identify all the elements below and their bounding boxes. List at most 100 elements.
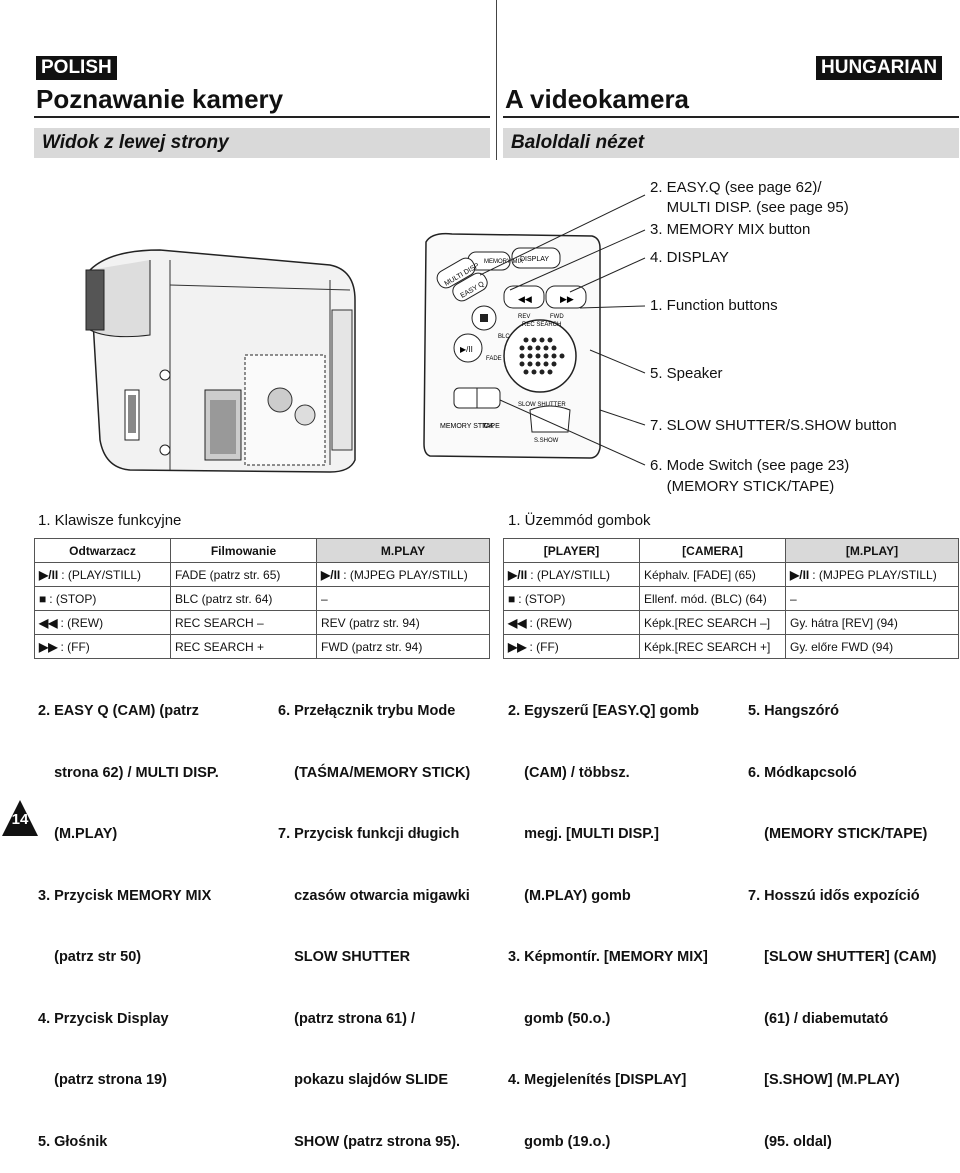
- list-item: 4. Przycisk Display: [38, 1010, 169, 1027]
- table-cell: : (MJPEG PLAY/STILL): [812, 567, 937, 582]
- table-cell: REC SEARCH –: [170, 610, 317, 635]
- table-cell: : (STOP): [49, 591, 97, 606]
- play-pause-icon: ▶/II: [508, 567, 528, 582]
- table-cell: –: [785, 586, 959, 611]
- list-item: SLOW SHUTTER: [278, 949, 411, 965]
- panel-label-memory-mix: MEMORY MIX: [484, 259, 523, 265]
- list-item: 6. Módkapcsoló: [748, 764, 857, 781]
- table-cell: Képk.[REC SEARCH –]: [639, 610, 786, 635]
- table-header: [CAMERA]: [639, 538, 786, 563]
- callout-display: 4. DISPLAY: [650, 249, 729, 266]
- page-title-hungarian: A videokamera: [505, 84, 690, 114]
- table-cell: : (PLAY/STILL): [530, 567, 611, 582]
- table-row: ▶/II: (PLAY/STILL) FADE (patrz str. 65) …: [34, 562, 490, 587]
- list-item: megj. [MULTI DISP.]: [508, 826, 659, 842]
- section-heading-hungarian: Baloldali nézet: [503, 128, 959, 158]
- callout-mode-switch-2: (MEMORY STICK/TAPE): [650, 478, 835, 495]
- list-item: 4. Megjelenítés [DISPLAY]: [508, 1072, 687, 1088]
- table-caption-hungarian: 1. Üzemmód gombok: [508, 512, 651, 529]
- table-cell: : (REW): [60, 615, 104, 630]
- table-row: ◀◀: (REW) Képk.[REC SEARCH –] Gy. hátra …: [503, 610, 959, 635]
- table-cell: Ellenf. mód. (BLC) (64): [639, 586, 786, 611]
- header-rule-left: [34, 116, 490, 118]
- list-item: 7. Przycisk funkcji długich: [278, 826, 460, 842]
- callout-function-buttons: 1. Function buttons: [650, 297, 778, 314]
- list-item: 3. Képmontír. [MEMORY MIX]: [508, 949, 708, 965]
- list-item: [SLOW SHUTTER] (CAM): [748, 949, 937, 965]
- svg-text:▶/II: ▶/II: [460, 345, 473, 354]
- list-item: (MEMORY STICK/TAPE): [748, 826, 928, 842]
- table-cell: : (PLAY/STILL): [61, 567, 142, 582]
- panel-label-tape: TAPE: [482, 423, 500, 430]
- callout-speaker: 5. Speaker: [650, 365, 723, 382]
- callout-easy-q: 2. EASY.Q (see page 62)/: [650, 179, 822, 196]
- list-item: 2. Egyszerű [EASY.Q] gomb: [508, 703, 699, 719]
- list-item: pokazu slajdów SLIDE: [278, 1072, 448, 1088]
- table-row: ▶▶: (FF) Képk.[REC SEARCH +] Gy. előre F…: [503, 634, 959, 659]
- table-cell: : (REW): [529, 615, 573, 630]
- table-header: [PLAYER]: [503, 538, 640, 563]
- center-divider: [496, 0, 497, 160]
- table-row: ▶/II: (PLAY/STILL) Képhalv. [FADE] (65) …: [503, 562, 959, 587]
- play-pause-icon: ▶/II: [790, 567, 810, 582]
- header-rule-right: [503, 116, 959, 118]
- list-item: gomb (50.o.): [508, 1010, 611, 1027]
- section-heading-polish: Widok z lewej strony: [34, 128, 490, 158]
- language-badge-hungarian: HUNGARIAN: [816, 56, 943, 80]
- table-cell: BLC (patrz str. 64): [170, 586, 317, 611]
- function-table-hungarian: [PLAYER] [CAMERA] [M.PLAY] ▶/II: (PLAY/S…: [503, 538, 959, 659]
- list-item: (M.PLAY): [38, 826, 118, 842]
- table-cell: : (FF): [60, 639, 90, 654]
- table-cell: –: [316, 586, 490, 611]
- list-item: gomb (19.o.): [508, 1133, 611, 1150]
- table-row: ■: (STOP) Ellenf. mód. (BLC) (64) –: [503, 586, 959, 611]
- stop-icon: ■: [508, 591, 516, 606]
- panel-label-rec-search: REC SEARCH: [522, 322, 561, 328]
- table-header: Odtwarzacz: [34, 538, 171, 563]
- list-item: 3. Przycisk MEMORY MIX: [38, 887, 212, 904]
- list-item: (patrz strona 61) /: [278, 1010, 415, 1027]
- list-item: [S.SHOW] (M.PLAY): [748, 1072, 900, 1088]
- page-title-polish: Poznawanie kamery: [36, 84, 284, 114]
- table-row: ◀◀: (REW) REC SEARCH – REV (patrz str. 9…: [34, 610, 490, 635]
- panel-label-fwd: FWD: [550, 314, 564, 320]
- svg-text:◀◀: ◀◀: [518, 294, 532, 304]
- callout-mode-switch: 6. Mode Switch (see page 23): [650, 457, 850, 474]
- list-item: (patrz str 50): [38, 949, 142, 965]
- callout-memory-mix: 3. MEMORY MIX button: [650, 221, 811, 238]
- table-cell: : (FF): [529, 639, 559, 654]
- list-item: strona 62) / MULTI DISP.: [38, 764, 219, 781]
- table-cell: Képk.[REC SEARCH +]: [639, 634, 786, 659]
- button-panel-illustration: MULTI DISP EASY Q MEMORY MIX DISPLAY ◀◀ …: [423, 232, 601, 459]
- callout-slow-shutter: 7. SLOW SHUTTER/S.SHOW button: [650, 417, 897, 434]
- list-item: 2. EASY Q (CAM) (patrz: [38, 703, 199, 719]
- list-item: (61) / diabemutató: [748, 1010, 889, 1027]
- callout-leaders: [480, 194, 646, 466]
- list-hungarian-col2: 5. Hangszóró 6. Módkapcsoló (MEMORY STIC…: [748, 660, 936, 1173]
- panel-label-memory-stick: MEMORY STICK: [440, 423, 494, 430]
- list-polish-col2: 6. Przełącznik trybu Mode (TAŚMA/MEMORY …: [278, 660, 470, 1173]
- list-item: 5. Hangszóró: [748, 703, 840, 719]
- list-item: 7. Hosszú idős expozíció: [748, 887, 920, 904]
- list-hungarian-col1: 2. Egyszerű [EASY.Q] gomb (CAM) / többsz…: [508, 660, 708, 1173]
- table-cell: REC SEARCH +: [170, 634, 317, 659]
- table-row: ▶▶: (FF) REC SEARCH + FWD (patrz str. 94…: [34, 634, 490, 659]
- svg-text:▶▶: ▶▶: [560, 294, 574, 304]
- list-item: (CAM) / többsz.: [508, 764, 630, 781]
- table-cell: : (MJPEG PLAY/STILL): [343, 567, 468, 582]
- list-item: (95. oldal): [748, 1133, 832, 1150]
- panel-label-s-show: S.SHOW: [534, 438, 559, 444]
- rewind-icon: ◀◀: [508, 615, 527, 630]
- table-cell: : (STOP): [518, 591, 566, 606]
- table-row: ■: (STOP) BLC (patrz str. 64) –: [34, 586, 490, 611]
- callout-multi-disp: MULTI DISP. (see page 95): [650, 199, 849, 216]
- panel-label-display: DISPLAY: [520, 256, 549, 263]
- rewind-icon: ◀◀: [39, 615, 58, 630]
- table-cell: FADE (patrz str. 65): [170, 562, 317, 587]
- function-table-polish: Odtwarzacz Filmowanie M.PLAY ▶/II: (PLAY…: [34, 538, 490, 659]
- table-header: Filmowanie: [170, 538, 317, 563]
- fast-forward-icon: ▶▶: [508, 639, 527, 654]
- list-item: 6. Przełącznik trybu Mode: [278, 703, 456, 719]
- table-header: M.PLAY: [316, 538, 490, 563]
- table-cell: FWD (patrz str. 94): [316, 634, 490, 659]
